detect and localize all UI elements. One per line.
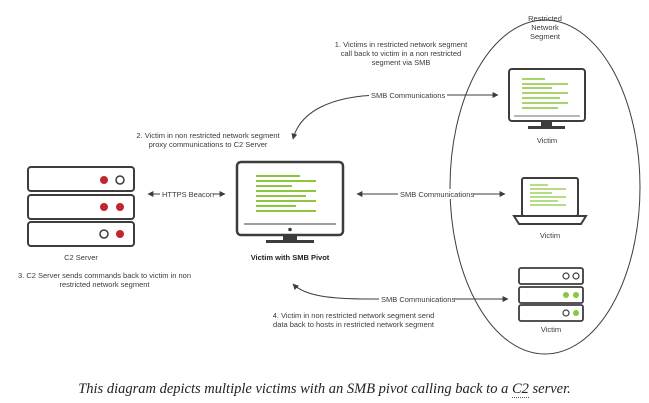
victim-server-label: Victim (540, 325, 562, 334)
step-4-annotation: 4. Victim in non restricted network segm… (251, 311, 456, 329)
step-line: 1. Victims in restricted network segment (334, 40, 468, 49)
victim-server-icon (518, 267, 584, 322)
step-line: call back to victim in a non restricted (340, 49, 462, 58)
step-line: proxy communications to C2 Server (148, 140, 268, 149)
victim-laptop-label: Victim (539, 231, 561, 240)
smb-bottom-label: SMB Communications (381, 295, 456, 304)
victim-server-status-leds (562, 272, 580, 317)
step-3-annotation: 3. C2 Server sends commands back to vict… (2, 271, 207, 289)
c2-server-label: C2 Server (64, 253, 98, 262)
pivot-monitor-icon (235, 160, 345, 243)
step-line: 3. C2 Server sends commands back to vict… (18, 271, 191, 280)
caption-abbreviation: C2 (511, 381, 529, 398)
step-line: data back to hosts in restricted network… (273, 320, 434, 329)
restricted-segment-boundary (449, 19, 641, 355)
smb-middle-label: SMB Communications (400, 190, 475, 199)
step-line: segment via SMB (371, 58, 431, 67)
step-line: 4. Victim in non restricted network segm… (272, 311, 435, 320)
step-line: restricted network segment (59, 280, 150, 289)
victim-laptop-icon (512, 177, 588, 225)
smb-top-arrow (291, 92, 499, 140)
caption-text-before: This diagram depicts multiple victims wi… (78, 381, 512, 397)
victim-monitor-icon (508, 68, 586, 129)
smb-top-label: SMB Communications (371, 91, 446, 100)
victim-monitor-label: Victim (536, 136, 558, 145)
c2-server-icon (27, 166, 135, 247)
smb-bottom-arrow (292, 283, 509, 302)
segment-label-line: Segment (529, 32, 561, 41)
segment-label-line: Network (531, 23, 559, 32)
restricted-segment-label: Restricted Network Segment (515, 14, 575, 41)
step-1-annotation: 1. Victims in restricted network segment… (316, 40, 486, 67)
caption-text-after: server. (528, 381, 571, 397)
step-line: 2. Victim in non restricted network segm… (136, 131, 280, 140)
figure-caption: This diagram depicts multiple victims wi… (0, 381, 649, 398)
https-beacon-label: HTTPS Beacon (162, 190, 215, 199)
c2-status-leds (99, 175, 125, 239)
pivot-label: Victim with SMB Pivot (250, 253, 330, 262)
segment-label-line: Restricted (528, 14, 562, 23)
step-2-annotation: 2. Victim in non restricted network segm… (108, 131, 308, 149)
